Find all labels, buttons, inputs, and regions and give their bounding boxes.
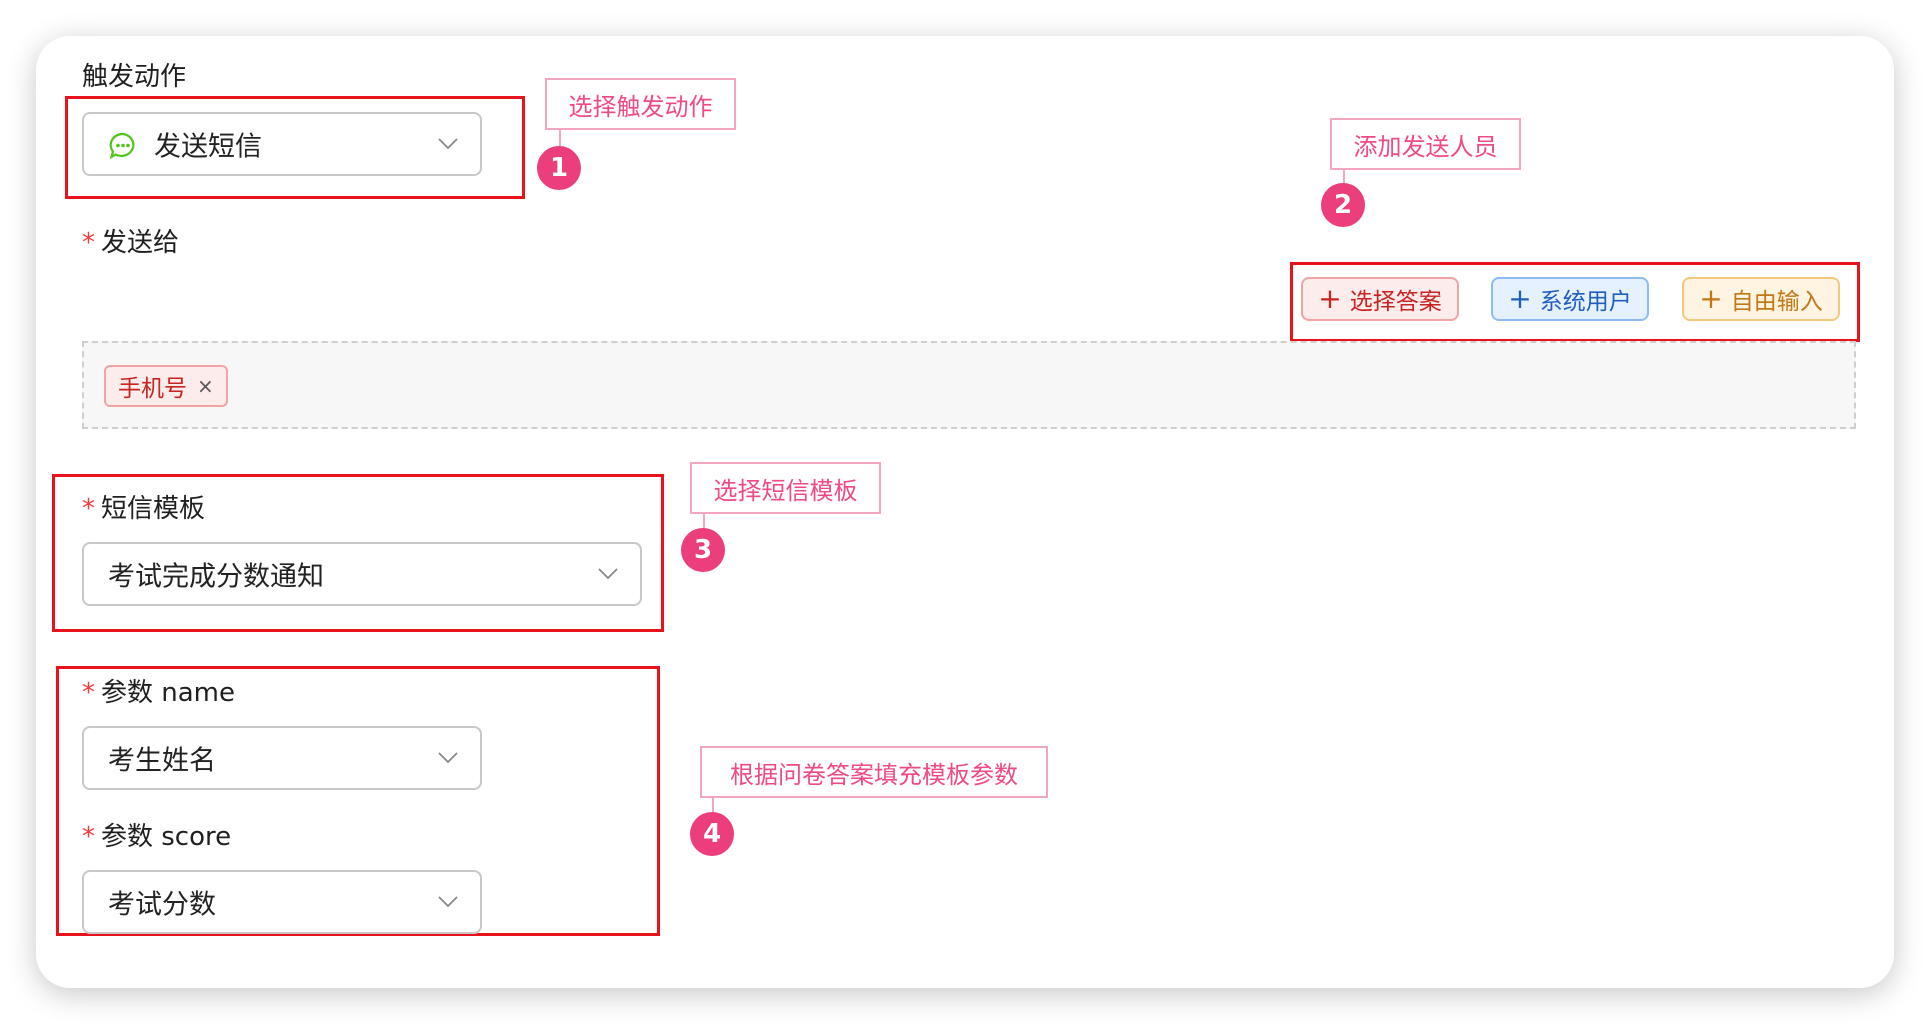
send-to-label: *发送给	[82, 222, 179, 259]
annotation-stem-3	[703, 514, 705, 532]
param-score-label-text: 参数 score	[101, 822, 232, 852]
plus-icon: +	[1508, 282, 1532, 315]
free-input-button-label: 自由输入	[1730, 289, 1823, 315]
template-select-value: 考试完成分数通知	[108, 561, 324, 593]
system-user-button[interactable]: + 系统用户	[1491, 277, 1649, 321]
choose-answer-button-label: 选择答案	[1349, 289, 1442, 315]
required-mark: *	[82, 822, 95, 852]
chevron-down-icon	[438, 896, 458, 908]
system-user-button-label: 系统用户	[1539, 289, 1632, 315]
annotation-stem-2	[1343, 170, 1345, 186]
param-name-label-text: 参数 name	[101, 678, 235, 708]
annotation-callout-1: 选择触发动作	[545, 78, 736, 130]
close-icon[interactable]: ×	[197, 374, 214, 398]
recipient-dropzone[interactable]	[82, 341, 1856, 429]
chevron-down-icon	[438, 752, 458, 764]
annotation-callout-3: 选择短信模板	[690, 462, 881, 514]
trigger-select[interactable]: 发送短信	[82, 112, 482, 176]
annotation-badge-2: 2	[1321, 183, 1365, 227]
annotation-stem-4	[712, 798, 714, 818]
trigger-select-value: 发送短信	[154, 131, 262, 163]
trigger-label: 触发动作	[82, 62, 187, 92]
required-mark: *	[82, 494, 95, 524]
form-card	[36, 36, 1894, 988]
annotation-callout-4: 根据问卷答案填充模板参数	[700, 746, 1048, 798]
send-to-label-text: 发送给	[101, 228, 180, 258]
plus-icon: +	[1699, 282, 1723, 315]
annotation-badge-3: 3	[681, 528, 725, 572]
param-name-select-value: 考生姓名	[108, 745, 216, 777]
choose-answer-button[interactable]: + 选择答案	[1301, 277, 1459, 321]
chevron-down-icon	[438, 138, 458, 150]
param-score-label: *参数 score	[82, 816, 231, 853]
free-input-button[interactable]: + 自由输入	[1682, 277, 1840, 321]
param-score-select-value: 考试分数	[108, 889, 216, 921]
annotation-badge-1: 1	[537, 146, 581, 190]
annotation-stem-1	[559, 130, 561, 150]
required-mark: *	[82, 228, 95, 258]
required-mark: *	[82, 678, 95, 708]
recipient-tag-label: 手机号	[118, 376, 187, 402]
param-name-select[interactable]: 考生姓名	[82, 726, 482, 790]
recipient-tag: 手机号 ×	[104, 365, 228, 407]
plus-icon: +	[1318, 282, 1342, 315]
highlight-box-3	[52, 474, 664, 632]
param-score-select[interactable]: 考试分数	[82, 870, 482, 934]
annotation-badge-4: 4	[690, 812, 734, 856]
template-label-text: 短信模板	[101, 494, 206, 524]
template-label: *短信模板	[82, 488, 205, 525]
highlight-box-2	[1290, 262, 1860, 342]
param-name-label: *参数 name	[82, 672, 235, 709]
template-select[interactable]: 考试完成分数通知	[82, 542, 642, 606]
chevron-down-icon	[598, 568, 618, 580]
annotation-callout-2: 添加发送人员	[1330, 118, 1521, 170]
sms-chat-icon	[108, 131, 138, 161]
highlight-box-1	[65, 96, 525, 199]
highlight-box-4	[56, 666, 660, 936]
